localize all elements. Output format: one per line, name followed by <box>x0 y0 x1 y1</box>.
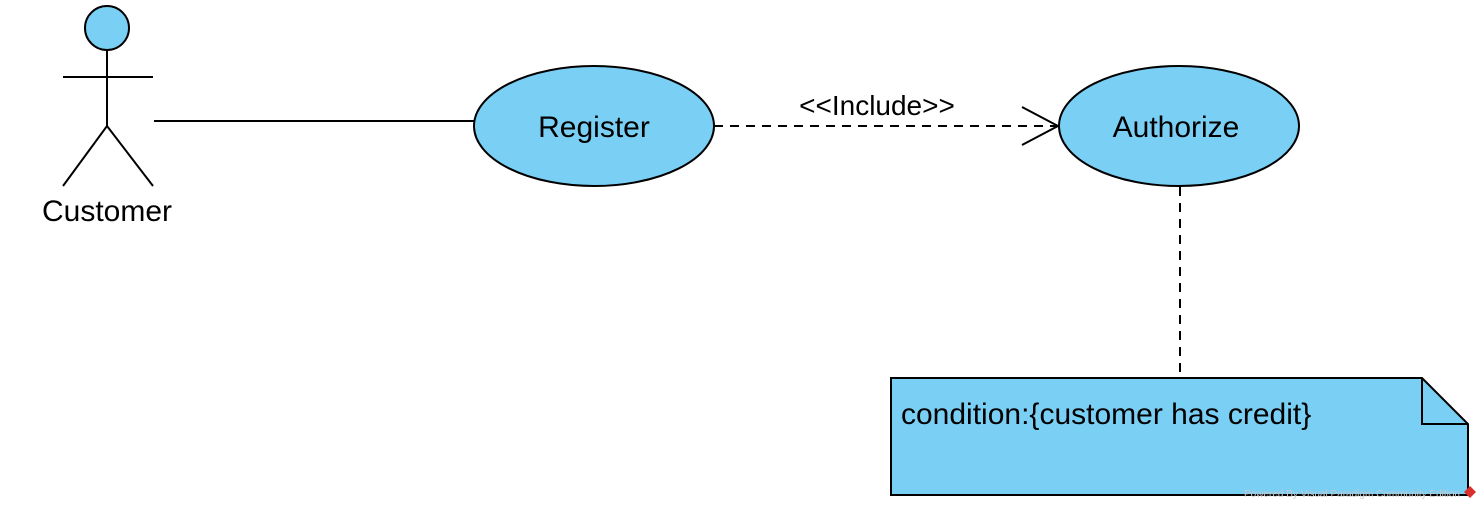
use-case-authorize[interactable]: Authorize <box>1058 65 1300 187</box>
use-case-label: Authorize <box>1113 111 1240 144</box>
actor-right-leg <box>106 125 154 187</box>
actor-left-leg <box>62 125 108 187</box>
actor-head <box>84 5 130 51</box>
use-case-ellipse <box>1058 65 1300 187</box>
actor-label: Customer <box>42 195 172 228</box>
note-text: condition:{customer has credit} <box>901 398 1311 431</box>
include-relationship[interactable]: <<Include>> <box>714 90 1061 146</box>
use-case-register[interactable]: Register <box>473 65 715 187</box>
note[interactable]: condition:{customer has credit} <box>890 377 1469 496</box>
note-folded-corner-icon <box>1421 378 1468 425</box>
include-label: <<Include>> <box>799 90 955 121</box>
note-body <box>890 377 1469 496</box>
actor-customer[interactable]: Customer <box>42 5 172 228</box>
watermark-logo-icon <box>1464 486 1476 498</box>
watermark-text: Powered By Visual Paradigm Community Edi… <box>1244 489 1460 500</box>
use-case-label: Register <box>538 111 650 144</box>
